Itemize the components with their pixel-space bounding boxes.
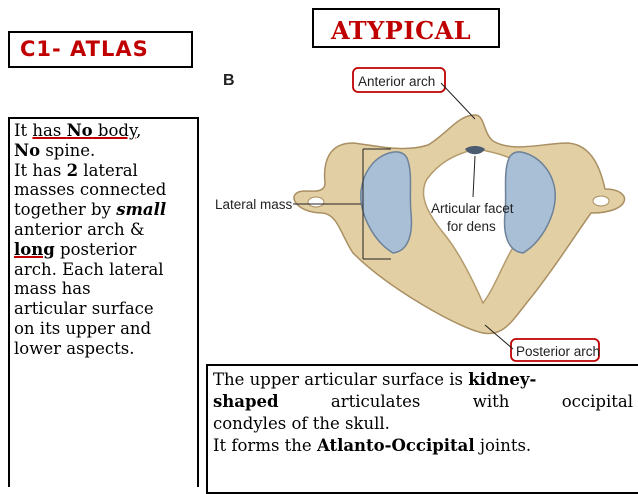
atypical-label: ATYPICAL — [331, 16, 472, 45]
panel-letter: B — [223, 72, 235, 89]
anterior-arch-highlight — [352, 67, 446, 93]
posterior-arch-highlight — [510, 338, 600, 362]
slide-title: C1- ATLAS — [20, 37, 149, 61]
anterior-arch-label: Anterior arch — [358, 74, 435, 89]
right-articular-facet — [503, 151, 556, 254]
description-text: It has No body, No spine. It has 2 later… — [14, 121, 167, 358]
bottom-text-box: The upper articular surface is kidney- s… — [206, 364, 638, 494]
bottom-text: The upper articular surface is kidney- s… — [213, 370, 633, 455]
atlas-bone — [293, 114, 626, 335]
lateral-mass-label: Lateral mass — [215, 197, 293, 212]
title-box: C1- ATLAS — [8, 31, 193, 68]
underlined-long: long — [14, 239, 55, 259]
articular-facet-label-1: Articular facet — [431, 201, 514, 216]
left-articular-facet — [360, 151, 413, 254]
underlined-has-no-body: has No body — [32, 121, 137, 140]
atlas-vertebra-figure: B Anterior arch Lateral mass Articular f… — [215, 67, 626, 362]
description-box: It has No body, No spine. It has 2 later… — [8, 117, 199, 487]
articular-facet-label-2: for dens — [447, 219, 496, 234]
atypical-box: ATYPICAL — [312, 8, 500, 48]
posterior-arch-label: Posterior arch — [516, 344, 600, 359]
